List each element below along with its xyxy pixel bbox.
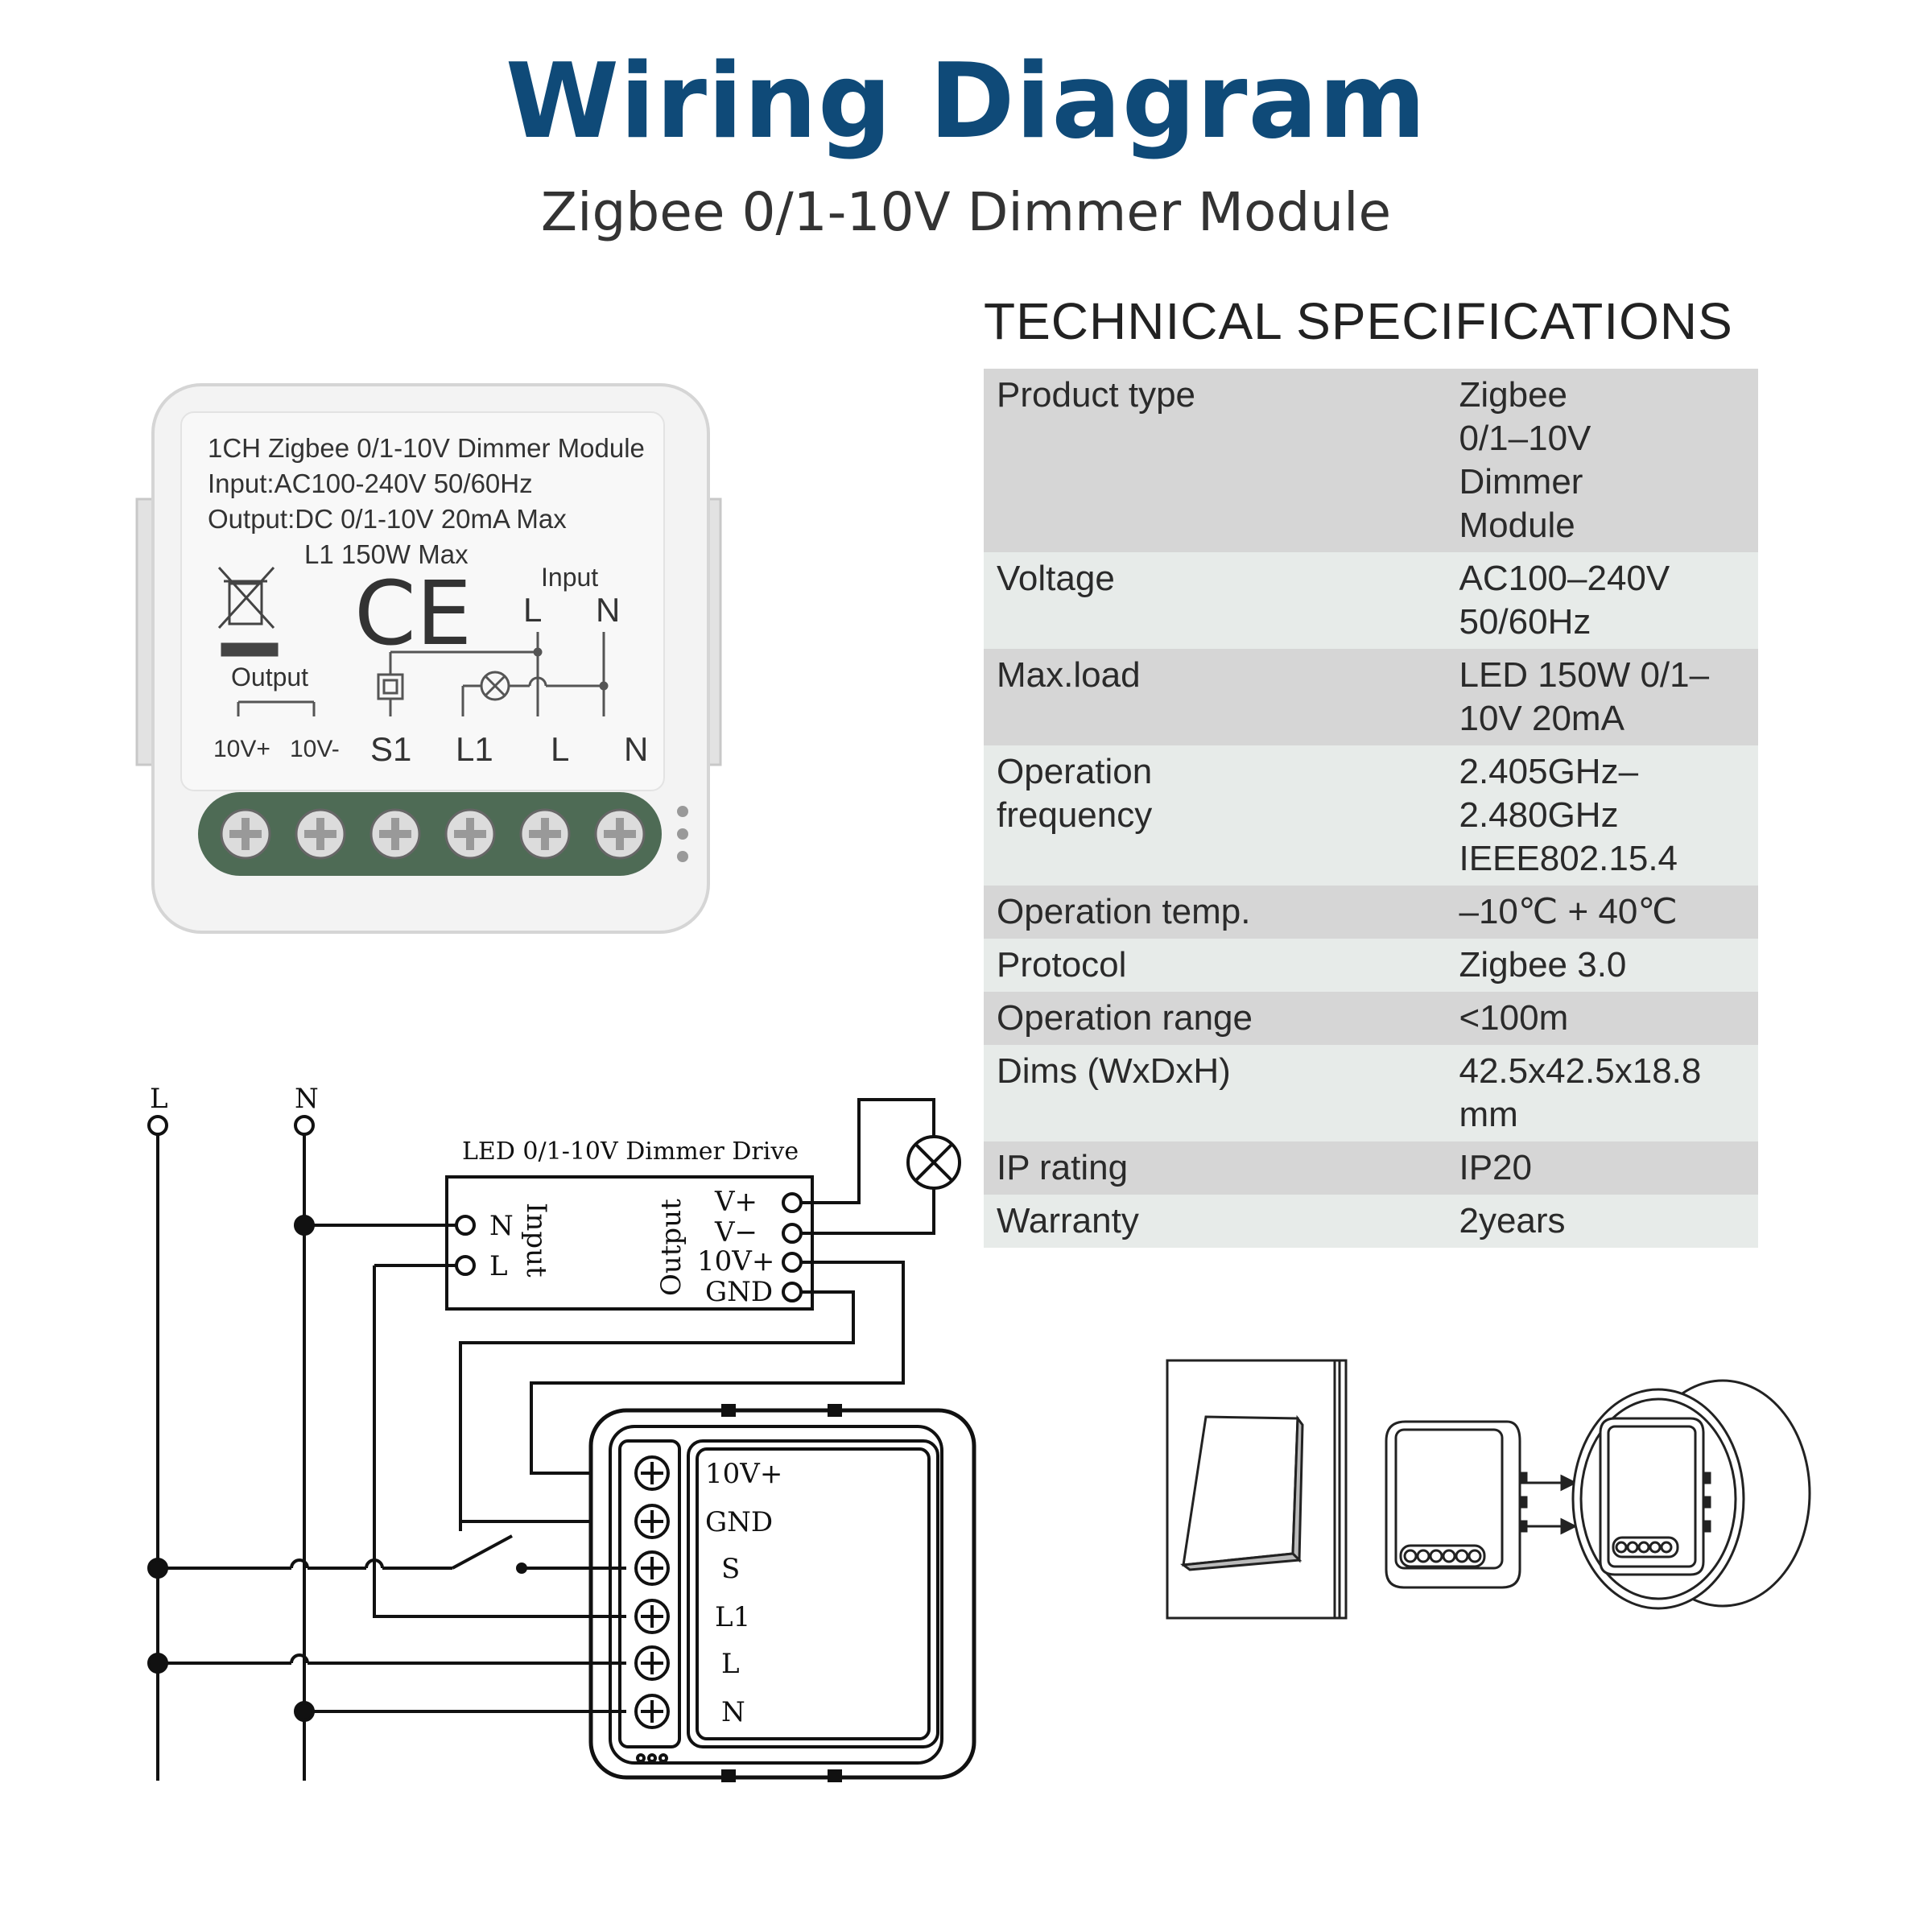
arrow-right-icon bbox=[1526, 1474, 1578, 1535]
device-input-l: L bbox=[523, 591, 542, 629]
module-screw bbox=[634, 1455, 670, 1491]
spec-row: Operation temp. –10℃ + 40℃ bbox=[984, 886, 1758, 939]
module-screw bbox=[634, 1550, 670, 1586]
module-pin-label: S bbox=[721, 1553, 740, 1585]
device-terminal-label: 10V- bbox=[290, 736, 340, 762]
terminal-screw bbox=[220, 808, 271, 860]
ce-mark-icon: CE bbox=[354, 562, 472, 665]
mains-n-label: N bbox=[295, 1083, 319, 1115]
module-screw bbox=[634, 1504, 670, 1539]
driver-output-pin: V− bbox=[714, 1216, 758, 1249]
terminal-screw bbox=[444, 808, 496, 860]
spec-value: Zigbee 0/1–10V Dimmer Module bbox=[1459, 375, 1591, 545]
driver-output-pin: 10V+ bbox=[697, 1245, 774, 1278]
device-input-n: N bbox=[596, 591, 620, 629]
spec-heading: TECHNICAL SPECIFICATIONS bbox=[984, 292, 1733, 350]
led-dot bbox=[677, 851, 688, 862]
device-label-line2: Input:AC100-240V 50/60Hz bbox=[208, 469, 533, 498]
page-title: Wiring Diagram bbox=[505, 42, 1427, 162]
led-dot bbox=[677, 806, 688, 817]
spec-key: Voltage bbox=[997, 559, 1115, 598]
module-screw bbox=[634, 1599, 670, 1634]
spec-row: Dims (WxDxH) 42.5x42.5x18.8 mm bbox=[984, 1045, 1758, 1141]
terminal-screw bbox=[519, 808, 571, 860]
spec-row: Warranty 2years bbox=[984, 1195, 1758, 1248]
module-screw bbox=[634, 1645, 670, 1681]
spec-value: <100m bbox=[1459, 998, 1569, 1038]
spec-row: Operation frequency 2.405GHz–2.480GHz IEE… bbox=[984, 745, 1758, 886]
spec-row: Product type Zigbee 0/1–10V Dimmer Module bbox=[984, 369, 1758, 552]
device-terminal-label: L bbox=[551, 730, 569, 768]
device-terminal-label: 10V+ bbox=[213, 736, 270, 762]
device-input-label: Input bbox=[541, 563, 598, 592]
driver-input-pin: N bbox=[489, 1210, 514, 1242]
spec-value: 2years bbox=[1459, 1201, 1566, 1241]
spec-row: Voltage AC100–240V 50/60Hz bbox=[984, 552, 1758, 649]
spec-value: 42.5x42.5x18.8 mm bbox=[1459, 1051, 1702, 1134]
module-pin-label: 10V+ bbox=[705, 1458, 782, 1490]
terminal-screw bbox=[295, 808, 346, 860]
driver-title: LED 0/1-10V Dimmer Drive bbox=[462, 1137, 799, 1166]
spec-value: LED 150W 0/1–10V 20mA bbox=[1459, 655, 1710, 738]
terminal-screw bbox=[369, 808, 421, 860]
spec-value: IP20 bbox=[1459, 1148, 1532, 1187]
module-screw bbox=[634, 1694, 670, 1729]
driver-output-pin: GND bbox=[705, 1276, 773, 1308]
device-label-line4: L1 150W Max bbox=[304, 539, 469, 569]
spec-row: Protocol Zigbee 3.0 bbox=[984, 939, 1758, 992]
spec-key: Operation frequency bbox=[997, 752, 1153, 835]
device-label-line1: 1CH Zigbee 0/1-10V Dimmer Module bbox=[208, 433, 645, 463]
device-terminal-label: N bbox=[624, 730, 648, 768]
driver-input-pin: L bbox=[489, 1250, 508, 1282]
spec-value: Zigbee 3.0 bbox=[1459, 945, 1627, 985]
weee-bin-icon bbox=[217, 566, 279, 657]
device-terminal-label: S1 bbox=[370, 730, 411, 768]
wall-switch-icon bbox=[1166, 1359, 1348, 1620]
spec-key: Dims (WxDxH) bbox=[997, 1051, 1231, 1091]
spec-key: Operation range bbox=[997, 998, 1253, 1038]
device-label-line3: Output:DC 0/1-10V 20mA Max bbox=[208, 504, 567, 534]
device-terminal-label: L1 bbox=[456, 730, 493, 768]
spec-value: –10℃ + 40℃ bbox=[1459, 892, 1678, 931]
driver-input-label: Input bbox=[520, 1203, 552, 1278]
driver-output-pin: V+ bbox=[714, 1186, 758, 1218]
mains-l-label: L bbox=[150, 1083, 168, 1115]
spec-row: IP rating IP20 bbox=[984, 1141, 1758, 1195]
spec-key: Product type bbox=[997, 375, 1196, 415]
spec-value: 2.405GHz–2.480GHz IEEE802.15.4 bbox=[1459, 752, 1678, 878]
module-pin-label: N bbox=[721, 1696, 745, 1728]
spec-key: Protocol bbox=[997, 945, 1127, 985]
terminal-screw bbox=[594, 808, 646, 860]
spec-key: Operation temp. bbox=[997, 892, 1251, 931]
device-photo: 1CH Zigbee 0/1-10V Dimmer Module Input:A… bbox=[135, 383, 722, 934]
device-output-label: Output bbox=[231, 663, 308, 691]
spec-key: IP rating bbox=[997, 1148, 1129, 1187]
module-pin-label: L bbox=[721, 1648, 740, 1680]
spec-value: AC100–240V 50/60Hz bbox=[1459, 559, 1670, 642]
spec-table: Product type Zigbee 0/1–10V Dimmer Module… bbox=[984, 369, 1758, 1248]
device-wiring-symbol bbox=[237, 632, 609, 716]
driver-output-label: Output bbox=[655, 1199, 687, 1296]
wiring-schematic bbox=[147, 1098, 976, 1782]
spec-key: Warranty bbox=[997, 1201, 1139, 1241]
spec-key: Max.load bbox=[997, 655, 1141, 695]
page-subtitle: Zigbee 0/1-10V Dimmer Module bbox=[540, 181, 1392, 243]
module-pin-label: GND bbox=[705, 1506, 773, 1538]
led-dot bbox=[677, 828, 688, 840]
wall-box-icon bbox=[1571, 1379, 1811, 1610]
module-pin-label: L1 bbox=[715, 1601, 750, 1633]
module-small-icon bbox=[1385, 1420, 1528, 1589]
spec-row: Max.load LED 150W 0/1–10V 20mA bbox=[984, 649, 1758, 745]
spec-row: Operation range <100m bbox=[984, 992, 1758, 1045]
installation-illustration bbox=[1166, 1359, 1811, 1620]
